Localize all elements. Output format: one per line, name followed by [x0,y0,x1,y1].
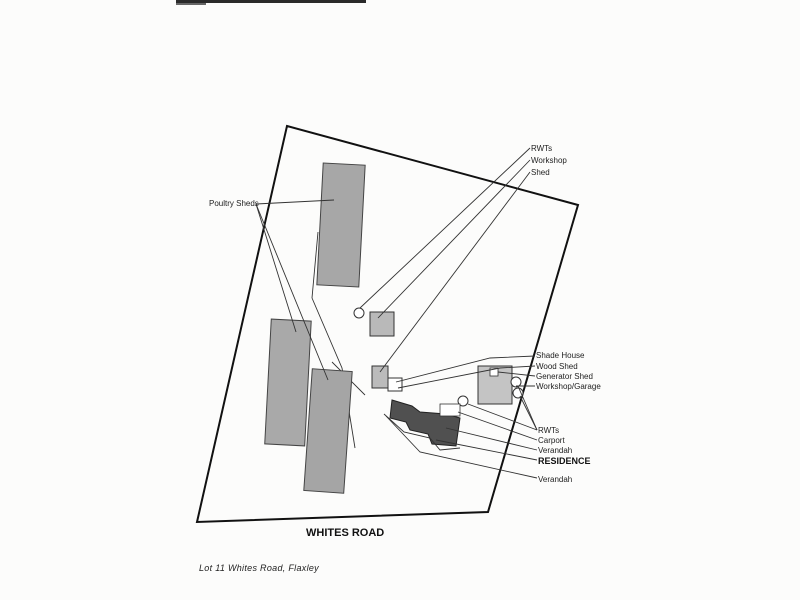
shed-building [371,365,389,389]
label-rwts-top: RWTs [531,144,552,153]
rwt-tank-top [353,307,365,319]
label-shed: Shed [531,168,550,177]
carport-structure [439,403,461,417]
label-workshop: Workshop [531,156,567,165]
label-poultry-sheds: Poultry Sheds [209,199,259,208]
rwt-tank-c [457,395,469,407]
workshop-building [369,311,395,337]
top-leaders [359,147,531,373]
label-verandah-1: Verandah [538,446,572,455]
scan-edge-mark-2 [176,3,206,5]
rwt-tank-a [510,376,522,388]
poultry-shed-3 [303,368,353,494]
label-verandah-2: Verandah [538,475,572,484]
poultry-leaders [255,199,335,381]
residence-building [389,399,461,447]
scan-edge-mark [176,0,366,3]
label-rwts-bottom: RWTs [538,426,559,435]
poultry-shed-2 [264,318,312,447]
verandah-outline [383,413,461,451]
caption: Lot 11 Whites Road, Flaxley [199,563,319,573]
rwt-tank-b [512,387,524,399]
label-residence: RESIDENCE [538,456,591,466]
label-whites-road: WHITES ROAD [306,527,384,539]
label-carport: Carport [538,436,565,445]
poultry-shed-1 [316,162,366,288]
label-wood-shed: Wood Shed [536,362,578,371]
property-boundary [195,124,580,524]
label-generator-shed: Generator Shed [536,372,593,381]
right-leaders [385,355,538,479]
shade-house-building [387,377,403,392]
label-shade-house: Shade House [536,351,585,360]
label-workshop-garage: Workshop/Garage [536,382,601,391]
